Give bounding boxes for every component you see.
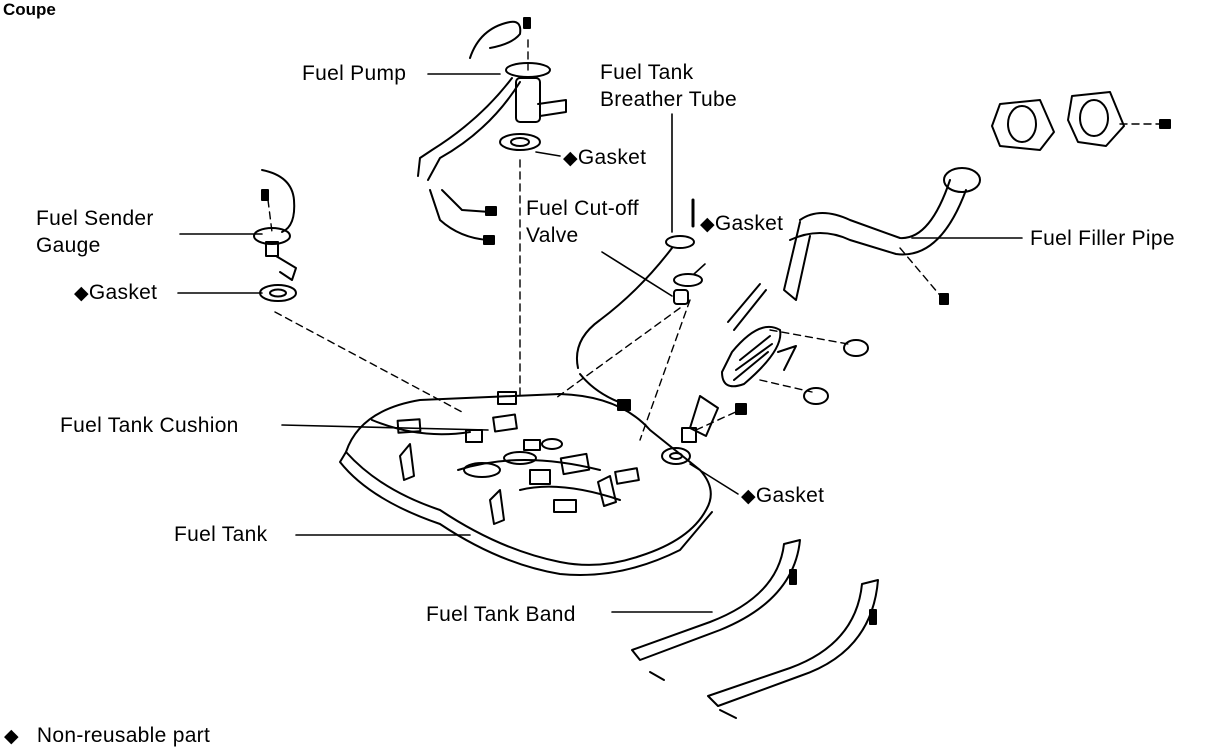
valve-gasket-part: [673, 273, 703, 287]
label-breather-tube-line1: Fuel Tank: [600, 61, 694, 84]
label-gasket-sender-text: Gasket: [88, 281, 158, 304]
label-gasket-filler: ◆Gasket: [741, 483, 824, 510]
non-reusable-marker: ◆: [741, 486, 756, 507]
label-fuel-pump: Fuel Pump: [302, 62, 407, 85]
fuel-filler-pipe-part: [661, 167, 981, 465]
label-sender-gauge-line1: Fuel Sender: [36, 207, 154, 230]
cutoff-valve-part: [673, 289, 689, 305]
label-tank-cushion: Fuel Tank Cushion: [60, 414, 239, 437]
label-gasket-pump-text: Gasket: [577, 146, 647, 169]
legend: ◆ Non-reusable part: [4, 723, 210, 750]
label-cutoff-valve-line1: Fuel Cut-off: [526, 197, 639, 220]
sender-gasket-hole: [269, 288, 287, 298]
label-gasket-sender: ◆Gasket: [74, 280, 157, 307]
label-gasket-pump: ◆Gasket: [563, 145, 646, 172]
filler-opening-housing-part: [991, 91, 1125, 151]
fuel-sender-gauge-part: [253, 169, 297, 281]
fuel-tank-band-part: [631, 539, 879, 719]
page-title: Coupe: [3, 0, 56, 19]
leader-lines: [177, 73, 1023, 613]
fuel-pump-part: [417, 17, 567, 245]
label-gasket-valve: ◆Gasket: [700, 211, 783, 238]
label-tank-band: Fuel Tank Band: [426, 603, 576, 626]
assembly-dashed-lines: [267, 39, 1167, 441]
pump-gasket-part: [499, 133, 541, 151]
filler-clamps-part: [777, 339, 869, 405]
bolts-part: [735, 119, 1171, 415]
fuel-tank-body: [339, 391, 713, 576]
label-gasket-filler-text: Gasket: [755, 484, 825, 507]
label-filler-pipe: Fuel Filler Pipe: [1030, 227, 1175, 250]
label-cutoff-valve-line2: Valve: [526, 224, 579, 247]
non-reusable-marker: ◆: [563, 148, 578, 169]
legend-text: Non-reusable part: [36, 724, 211, 747]
label-gasket-valve-text: Gasket: [714, 212, 784, 235]
non-reusable-marker: ◆: [74, 283, 89, 304]
sender-gasket-part: [259, 284, 297, 302]
non-reusable-marker: ◆: [700, 214, 715, 235]
breather-tube-part: [576, 198, 695, 411]
label-sender-gauge-line2: Gauge: [36, 234, 101, 257]
legend-marker: ◆: [4, 726, 19, 747]
pump-gasket-hole: [510, 137, 530, 147]
label-fuel-tank: Fuel Tank: [174, 523, 268, 546]
label-breather-tube-line2: Breather Tube: [600, 88, 737, 111]
